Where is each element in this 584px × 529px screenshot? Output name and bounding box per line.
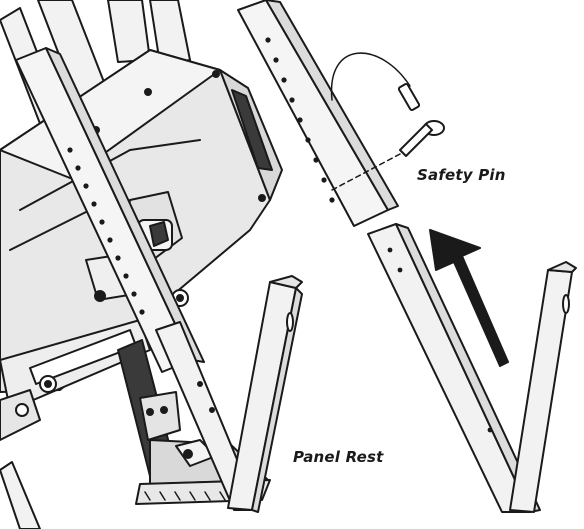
lanyard-wire (330, 52, 411, 101)
left-edge-tube (0, 461, 41, 529)
safety-pin (330, 52, 445, 191)
base-foot-bracket (135, 391, 271, 505)
panel-rest-label: Panel Rest (293, 448, 384, 466)
vent-grille (231, 89, 273, 171)
right-panel-rest (367, 223, 577, 513)
direction-arrow (429, 229, 509, 367)
left-upright-tube (15, 47, 205, 373)
right-upper-tube (237, 0, 399, 227)
left-panel-rest (155, 275, 303, 513)
safety-pin-label: Safety Pin (417, 166, 506, 184)
